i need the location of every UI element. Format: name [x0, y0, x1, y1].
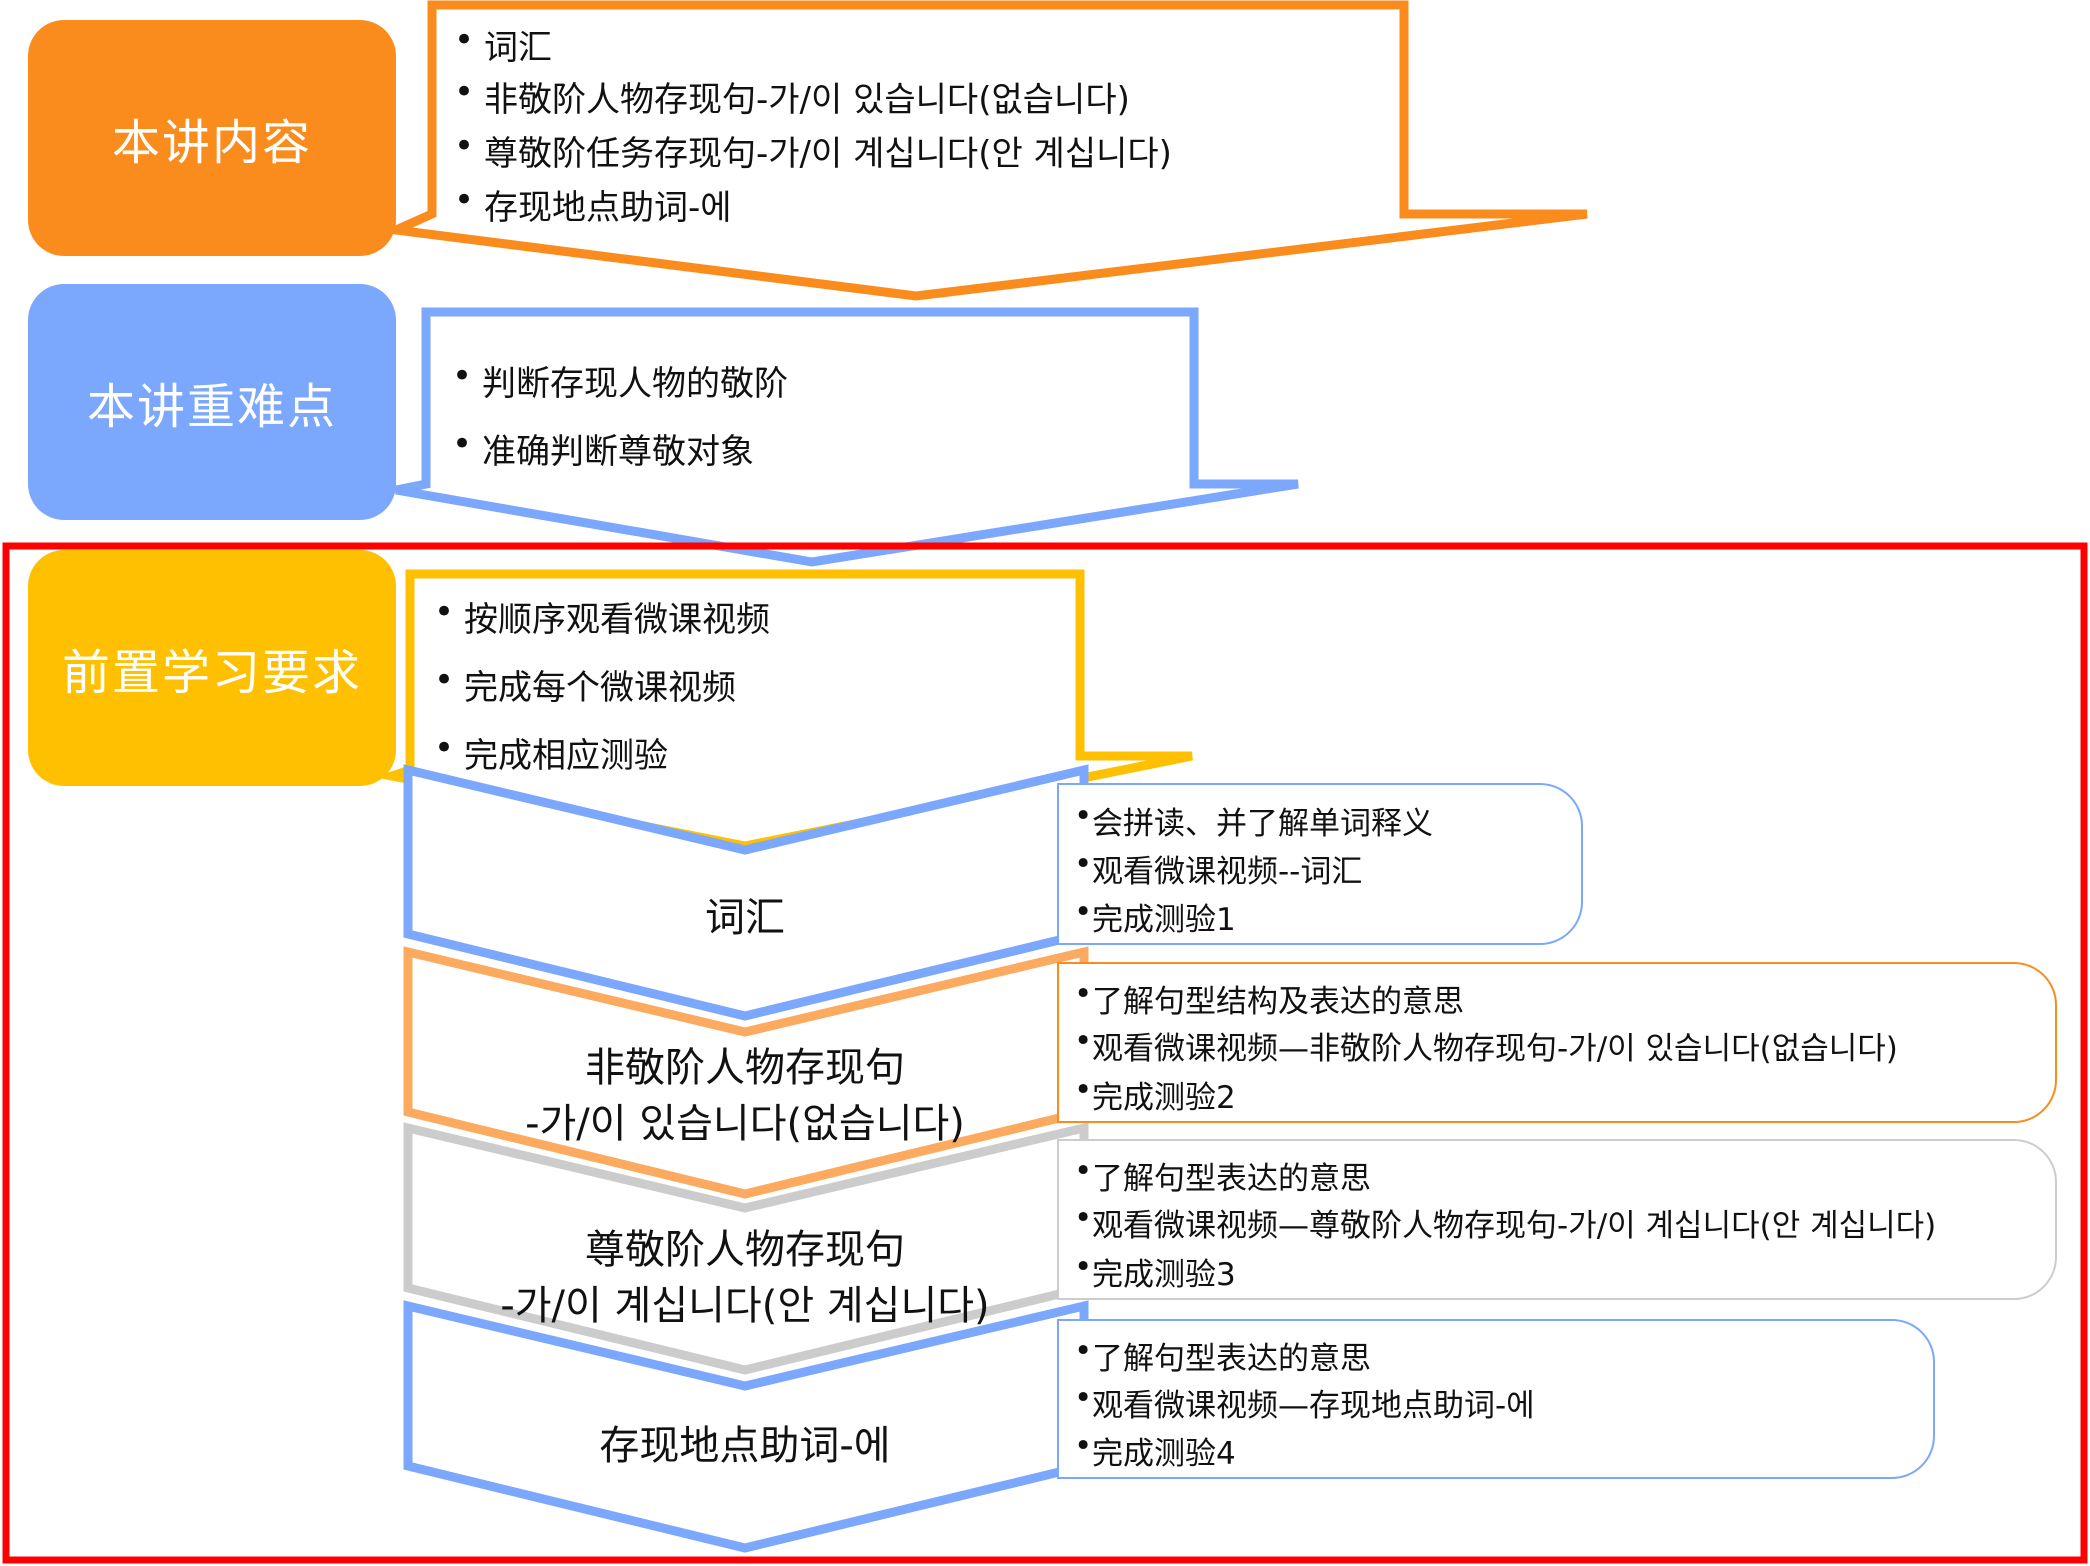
- stage-4-task-2: 观看微课视频—存现地点助词-에: [1074, 1380, 1535, 1425]
- stage-title-2-line-1: 非敬阶人物存现句: [585, 1045, 905, 1091]
- section-pill-prerequisite: 前置学习要求: [28, 550, 396, 786]
- stage-4-task-1: 了解句型表达的意思: [1074, 1333, 1371, 1378]
- prerequisite-item-3: 完成相应测验: [434, 728, 668, 777]
- stage-title-1-line-1: 词汇: [705, 895, 785, 941]
- stage-title-3-line-1: 尊敬阶人物存现句: [585, 1227, 905, 1273]
- prerequisite-item-1: 按顺序观看微课视频: [434, 592, 770, 641]
- stage-3-task-2: 观看微课视频—尊敬阶人物存现句-가/이 계십니다(안 계십니다): [1074, 1200, 1936, 1245]
- stage-2-task-3: 完成测验2: [1074, 1072, 1236, 1117]
- stage-title-4: 存现地点助词-에: [406, 1418, 1084, 1474]
- stage-1-task-3: 完成测验1: [1074, 894, 1236, 939]
- stage-title-4-line-1: 存现地点助词-에: [599, 1423, 891, 1469]
- section-pill-difficulty: 本讲重难点: [28, 284, 396, 520]
- section-pill-content: 本讲内容: [28, 20, 396, 256]
- content-item-2: 非敬阶人物存现句-가/이 있습니다(없습니다): [454, 72, 1130, 121]
- stage-3-task-1: 了解句型表达的意思: [1074, 1153, 1371, 1198]
- stage-title-2-line-2: -가/이 있습니다(없습니다): [525, 1101, 965, 1147]
- stage-title-1: 词汇: [406, 890, 1084, 946]
- stage-title-3-line-2: -가/이 계십니다(안 계십니다): [500, 1283, 990, 1329]
- stage-1-task-1: 会拼读、并了解单词释义: [1074, 798, 1433, 843]
- stage-3-task-3: 完成测验3: [1074, 1249, 1236, 1294]
- stage-2-task-2: 观看微课视频—非敬阶人物存现句-가/이 있습니다(없습니다): [1074, 1023, 1898, 1068]
- difficulty-item-1: 判断存现人物的敬阶: [452, 356, 788, 405]
- stage-2-task-1: 了解句型结构及表达的意思: [1074, 976, 1464, 1021]
- content-item-3: 尊敬阶任务存现句-가/이 계십니다(안 계십니다): [454, 126, 1172, 175]
- content-item-4: 存现地点助词-에: [454, 180, 732, 229]
- stage-4-task-3: 完成测验4: [1074, 1428, 1236, 1473]
- stage-title-2: 非敬阶人物存现句 -가/이 있습니다(없습니다): [406, 1040, 1084, 1152]
- difficulty-item-2: 准确判断尊敬对象: [452, 424, 754, 473]
- content-item-1: 词汇: [454, 20, 552, 69]
- prerequisite-item-2: 完成每个微课视频: [434, 660, 736, 709]
- highlight-frame: [2, 542, 2088, 1564]
- stage-title-3: 尊敬阶人物存现句 -가/이 계십니다(안 계십니다): [406, 1222, 1084, 1334]
- stage-1-task-2: 观看微课视频--词汇: [1074, 846, 1362, 891]
